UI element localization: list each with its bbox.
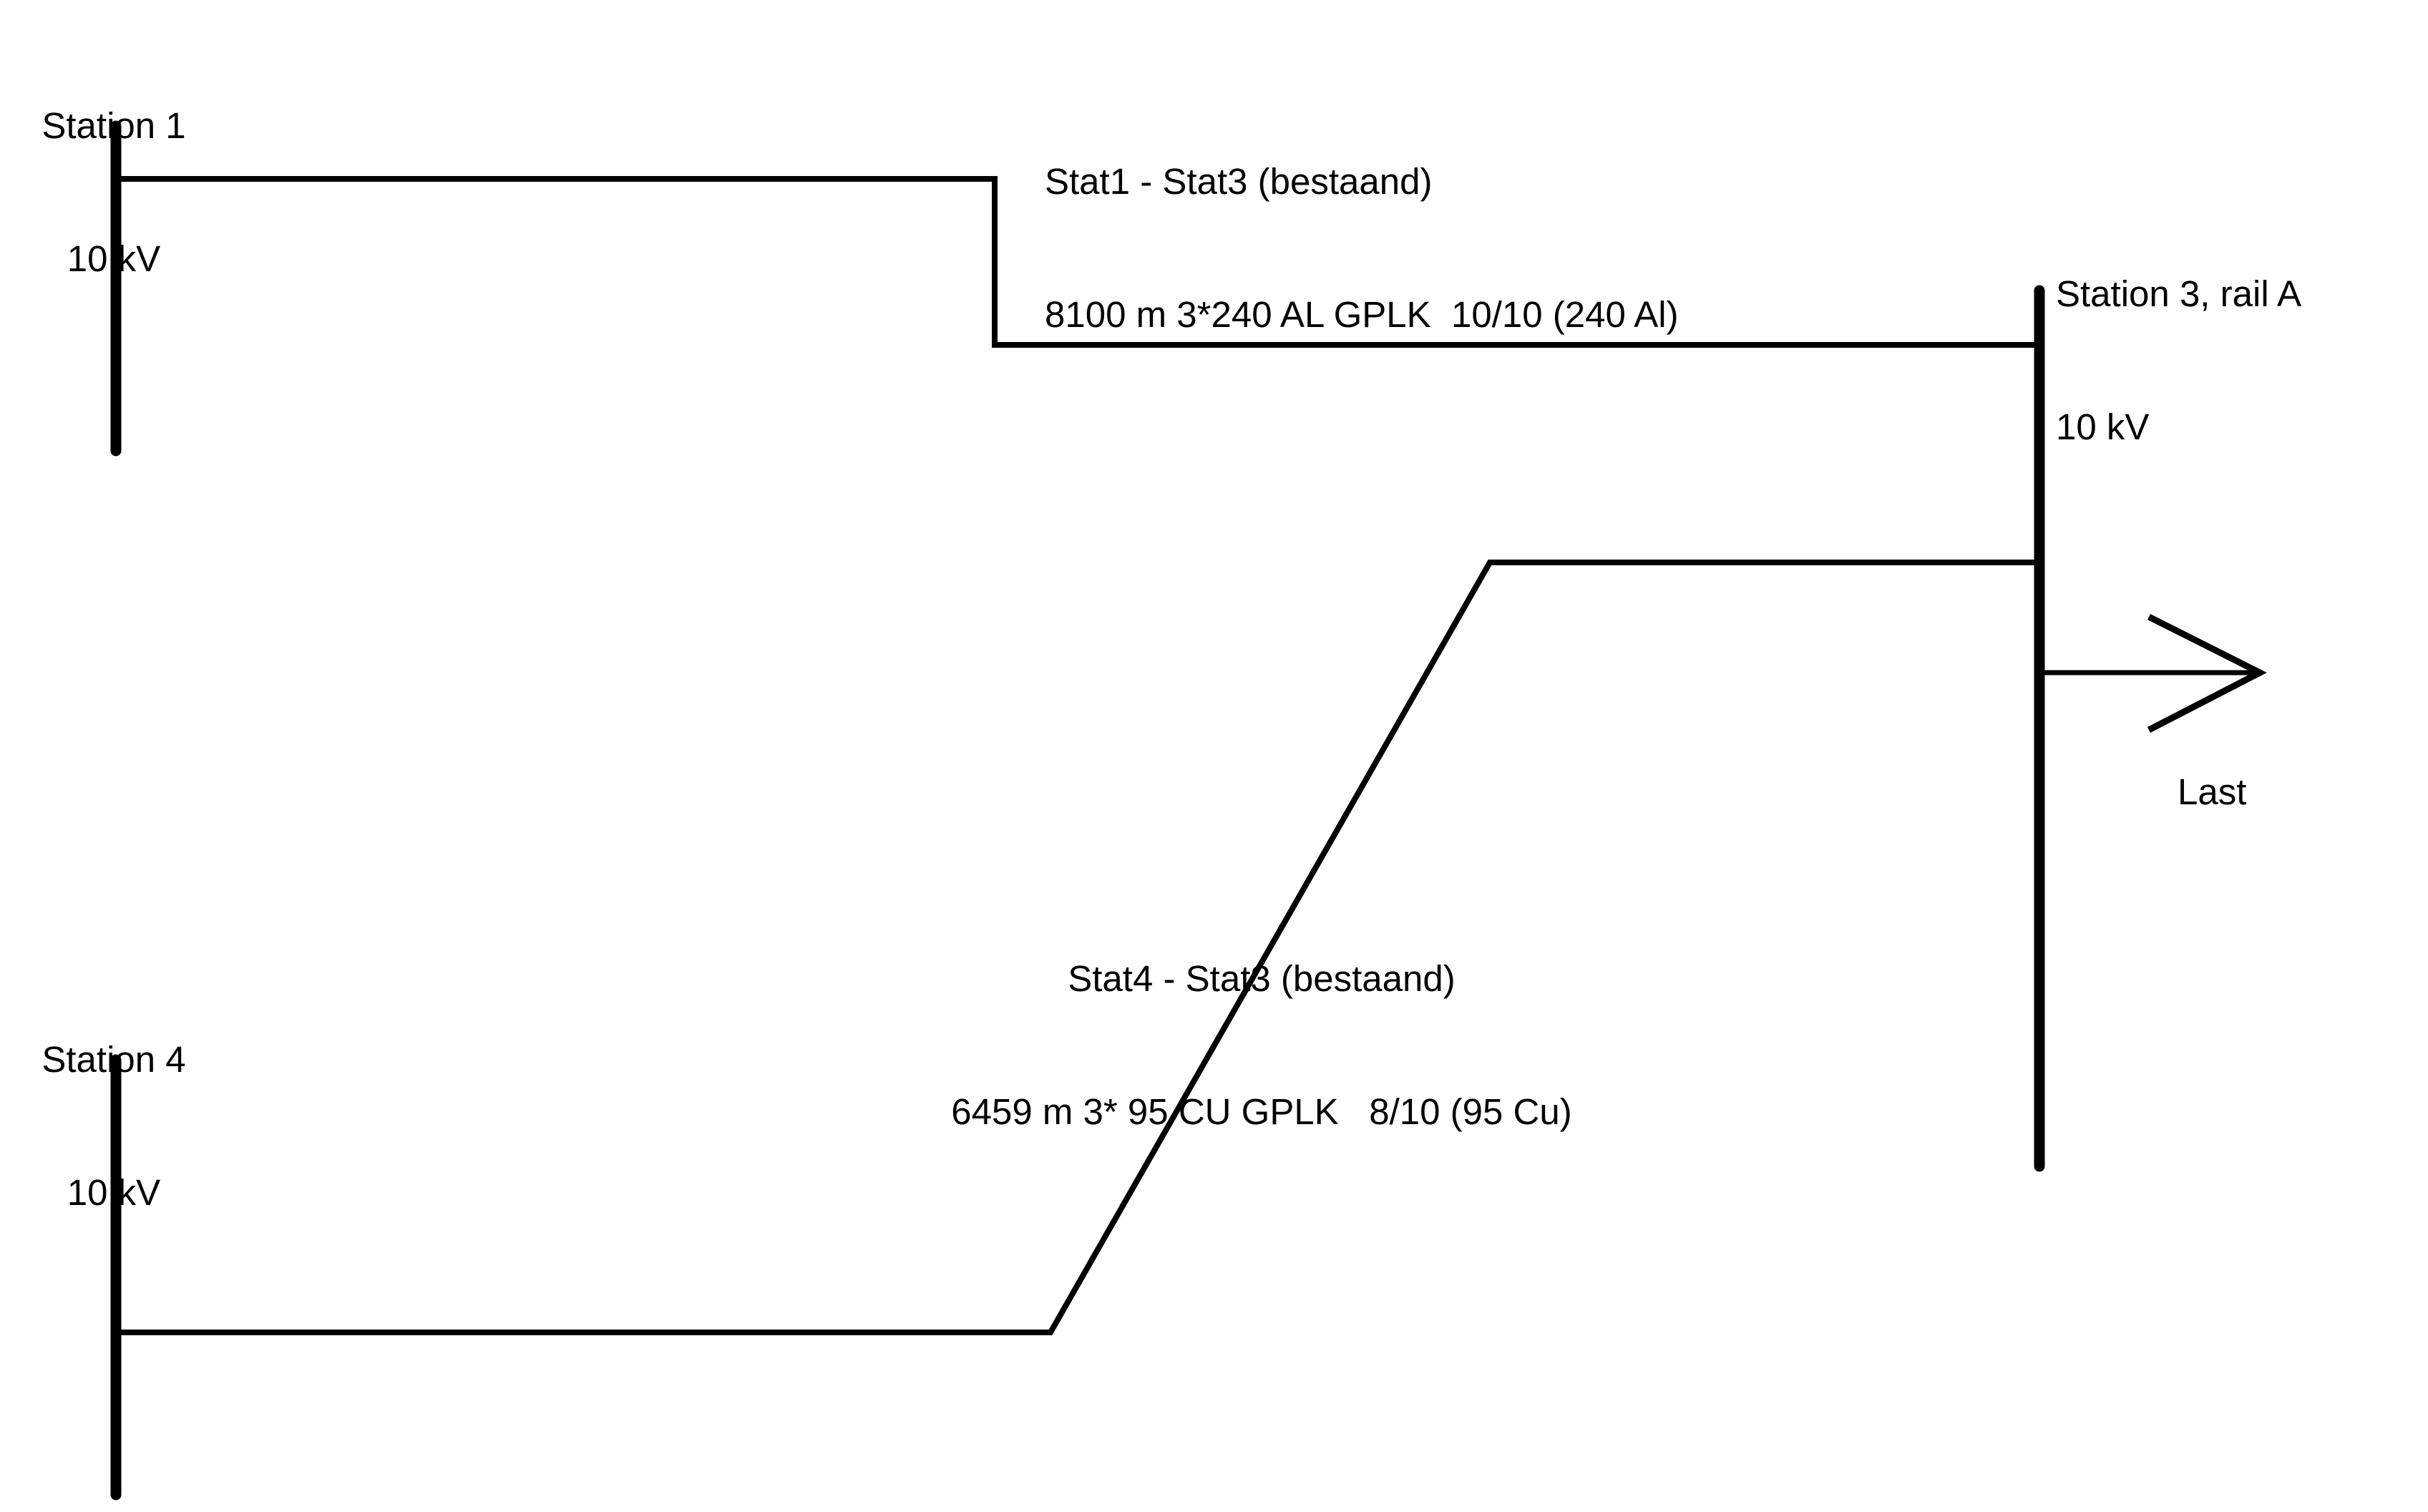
branch1-label: Stat1 - Stat3 (bestaand) 8100 m 3*240 AL… <box>1045 71 1679 426</box>
branch1-spec: 8100 m 3*240 AL GPLK 10/10 (240 Al) <box>1045 294 1679 335</box>
load-arrowhead-icon <box>2147 613 2267 733</box>
branch2-spec: 6459 m 3* 95 CU GPLK 8/10 (95 Cu) <box>951 1091 1572 1132</box>
cable-stat1-stat3[interactable] <box>116 176 2039 348</box>
station1-name: Station 1 <box>42 105 186 146</box>
branch2-label: Stat4 - Stat3 (bestaand) 6459 m 3* 95 CU… <box>904 868 1619 1223</box>
station4-voltage: 10 kV <box>67 1172 161 1213</box>
load-label: Last <box>2178 771 2247 812</box>
load-arrow[interactable] <box>2039 613 2267 733</box>
station1-voltage: 10 kV <box>67 238 161 279</box>
station1-label: Station 1 10 kV <box>6 15 221 370</box>
station4-label: Station 4 10 kV <box>6 949 221 1304</box>
station3-voltage: 10 kV <box>2056 406 2150 447</box>
cable-stat4-stat3[interactable] <box>116 560 2039 1335</box>
branch1-name: Stat1 - Stat3 (bestaand) <box>1045 161 1433 202</box>
station3-label: Station 3, rail A 10 kV <box>2056 183 2301 538</box>
branch2-name: Stat4 - Stat3 (bestaand) <box>1068 958 1456 999</box>
station3-name: Station 3, rail A <box>2056 273 2302 314</box>
station4-name: Station 4 <box>42 1039 186 1080</box>
